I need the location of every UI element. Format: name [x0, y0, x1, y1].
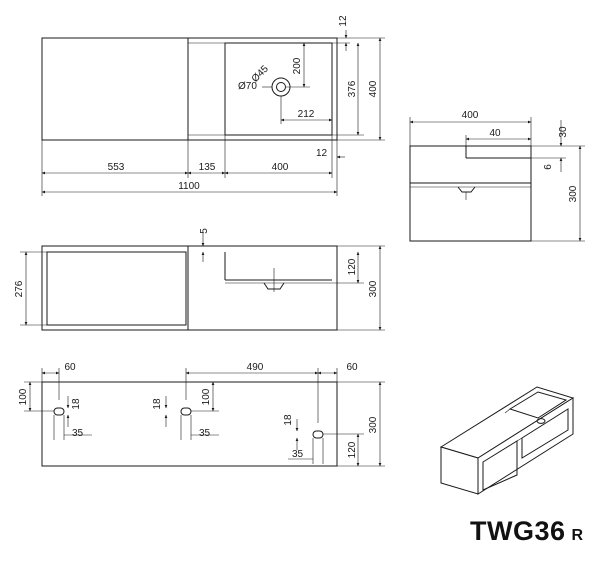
back-dim-120-label: 120: [347, 441, 358, 458]
iso-drain: [536, 418, 546, 424]
basin-outline: [224, 42, 333, 136]
dim-1100-label: 1100: [178, 181, 200, 192]
top-view: 200 212 Ø45 Ø70 12 376 400 553 135 400: [41, 15, 385, 196]
dim-12-top-label: 12: [338, 15, 349, 27]
back-view-outline: [41, 381, 338, 467]
iso-edge-line: [516, 437, 523, 442]
back-dim-490-label: 490: [247, 362, 264, 373]
side-dim-6-label: 6: [543, 164, 554, 170]
dim-400-width-label: 400: [272, 162, 289, 173]
back-dim-35-right-label: 35: [292, 449, 304, 460]
open-shelf-opening: [46, 251, 187, 326]
drain-inner-circle: [276, 82, 286, 92]
back-dim-60-right-label: 60: [346, 362, 358, 373]
dim-553-label: 553: [108, 162, 125, 173]
side-view: 400 40 30 6 300: [409, 110, 585, 242]
mounting-hole: [180, 407, 192, 416]
model-title: TWG36 R: [470, 516, 584, 547]
dim-200-label: 200: [292, 57, 303, 74]
back-dim-35-left-label: 35: [72, 428, 84, 439]
back-dim-35-mid-label: 35: [199, 428, 211, 439]
back-dim-100-left-label: 100: [18, 388, 29, 405]
front-dim-5-label: 5: [199, 228, 210, 234]
back-dim-100-mid-label: 100: [201, 388, 212, 405]
side-dim-40-label: 40: [489, 128, 501, 139]
dim-135-label: 135: [199, 162, 216, 173]
iso-front-face: [477, 397, 574, 495]
iso-open-shelf: [521, 408, 569, 459]
iso-edge-line: [504, 408, 511, 414]
model-code: TWG36: [470, 516, 566, 546]
back-dim-60-left-label: 60: [64, 362, 76, 373]
front-dim-120-label: 120: [347, 258, 358, 275]
iso-open-shelf: [482, 440, 518, 491]
mounting-hole: [53, 407, 65, 416]
dim-400-height-label: 400: [368, 80, 379, 97]
front-view-outline: [41, 245, 338, 331]
front-dim-276-label: 276: [14, 280, 25, 297]
side-dim-300-label: 300: [568, 185, 579, 202]
model-variant: R: [571, 527, 584, 544]
dim-diameter-70-label: Ø70: [238, 81, 257, 92]
front-dim-300-label: 300: [368, 280, 379, 297]
back-view: 60 490 60 100 18 35 18 100 35 18 35: [18, 362, 385, 467]
top-view-outline: [41, 37, 338, 141]
back-dim-18-right-label: 18: [283, 414, 294, 426]
dim-212-label: 212: [298, 109, 315, 120]
drain-notch: [457, 186, 476, 193]
isometric-view: [439, 386, 575, 495]
dim-376-label: 376: [347, 80, 358, 97]
back-dim-300-label: 300: [368, 416, 379, 433]
side-view-outline: [409, 145, 532, 242]
iso-basin: [508, 391, 568, 419]
side-dim-30-label: 30: [558, 126, 569, 138]
drain-hole: [312, 430, 324, 439]
dim-12-right-label: 12: [316, 148, 328, 159]
back-dim-18-mid-label: 18: [152, 398, 163, 410]
side-dim-400-label: 400: [462, 110, 479, 121]
front-view: 5 120 300 276: [14, 228, 385, 331]
back-dim-18-left-label: 18: [71, 398, 82, 410]
